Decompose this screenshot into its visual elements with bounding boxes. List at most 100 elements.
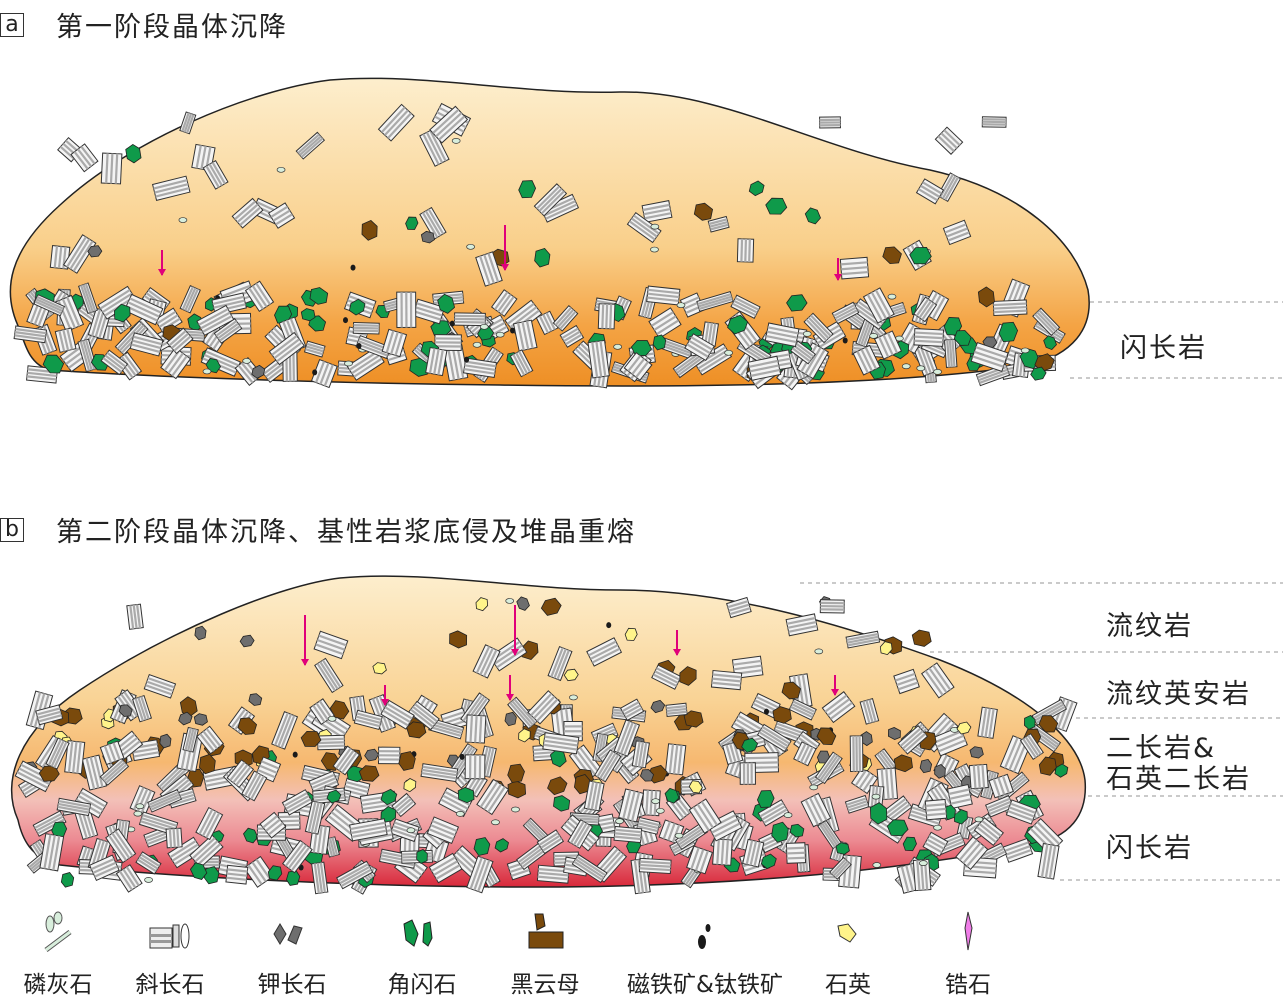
apatite-crystal [1020,347,1030,354]
plagioclase-crystal [311,861,329,895]
hornblende-crystal [1054,763,1069,778]
apatite-crystal [615,818,624,825]
plagioclase-crystal [115,864,143,893]
plagioclase-crystal [800,792,832,828]
plagioclase-crystal [380,699,415,730]
biotite-crystal [781,681,802,700]
hornblende-crystal [886,819,909,837]
plagioclase-crystal [897,725,929,755]
biotite-crystal [547,776,568,796]
plagioclase-crystal [213,317,243,344]
hornblende-crystal [243,827,259,844]
plagioclase-crystal [304,800,326,835]
plagioclase-crystal [785,842,807,864]
plagioclase-crystal [243,855,275,888]
plagioclase-crystal [476,778,510,816]
settling-arrowhead [301,659,309,666]
apatite-crystal [650,223,660,230]
apatite-crystal [495,331,505,338]
plagioclase-crystal [131,694,153,723]
plagioclase-crystal [977,706,998,739]
plagioclase-crystal [226,759,255,789]
quartz-crystal [956,721,972,735]
plagioclase-crystal [542,732,580,755]
plagioclase-crystal [696,291,734,312]
quartz-crystal [518,728,531,743]
layer-label-quartz-monzonite: 石英二长岩 [1106,764,1251,795]
apatite-crystal [872,862,882,868]
hornblende-crystal [869,802,888,825]
plagioclase-crystal [160,347,192,380]
plagioclase-crystal [419,128,450,167]
legend-label: 磷灰石 [23,972,93,997]
plagioclase-crystal [1005,799,1038,825]
plagioclase-crystal [648,307,682,339]
plagioclase-crystal [613,825,643,844]
biotite-icon [528,913,564,949]
biotite-crystal [237,717,258,735]
plagioclase-crystal [507,696,538,730]
plagioclase-crystal [817,819,843,850]
layer-label-monzonite: 二长岩& [1106,733,1217,764]
plagioclase-crystal [1019,733,1045,761]
settling-arrowhead [831,689,839,696]
hornblende-crystal [756,790,775,808]
apatite-crystal [901,363,911,370]
hornblende-crystal [348,298,366,316]
plagioclase-crystal [874,748,898,773]
biotite-crystal [540,597,562,616]
plagioclase-crystal [225,864,249,885]
quartz-crystal [688,780,703,794]
plagioclase-crystal [862,287,895,324]
plagioclase-crystal [893,668,920,695]
hornblende-crystal [274,305,293,324]
plagioclase-crystal [429,105,469,144]
plagioclase-crystal [739,762,756,785]
settling-arrowhead [834,274,842,281]
plagioclase-crystal [332,745,361,776]
hornblende-crystal [308,315,327,332]
plagioclase-crystal [428,852,463,884]
plagioclase-crystal [352,321,380,335]
layer-label-diorite-a: 闪长岩 [1120,333,1207,364]
apatite-crystal [327,715,337,722]
plagioclase-crystal [490,289,518,317]
plagioclase-crystal [587,339,610,379]
apatite-crystal [871,793,881,800]
k-feldspar-crystal [934,763,946,779]
hornblende-crystal [741,737,759,753]
plagioclase-crystal [942,219,972,246]
k-feldspar-crystal [516,596,530,611]
layer-label-rhyolite: 流纹岩 [1106,611,1193,642]
plagioclase-crystal [571,853,608,884]
plagioclase-crystal [472,644,501,679]
k-feldspar-crystal [178,711,193,726]
plagioclase-crystal [839,256,870,280]
plagioclase-crystal [147,789,183,813]
plagioclase-crystal [845,630,881,649]
plagioclase-crystal [13,325,48,344]
hornblende-crystal [416,848,428,864]
plagioclase-crystal [281,789,313,816]
plagioclase-crystal [913,296,938,323]
quartz-crystal [475,597,489,612]
plagioclase-crystal [552,304,579,332]
hornblende-crystal [1024,714,1036,730]
apatite-crystal [869,333,878,339]
magnetite-crystal [292,751,298,758]
plagioclase-crystal [992,299,1028,317]
k-feldspar-crystal [860,731,873,747]
plagioclase-crystal [664,743,687,776]
plagioclase-crystal [665,702,688,718]
plagioclase-crystal [464,754,486,780]
plagioclase-crystal [913,328,945,347]
plagioclase-crystal [641,200,673,223]
plagioclase-crystal [434,334,462,352]
plagioclase-crystal [428,717,465,740]
plagioclase-crystal [196,725,225,755]
plagioclase-crystal [303,340,326,358]
plagioclase-crystal [453,312,486,327]
k-feldspar-crystal [364,748,380,762]
magnetite-crystal [343,317,349,324]
